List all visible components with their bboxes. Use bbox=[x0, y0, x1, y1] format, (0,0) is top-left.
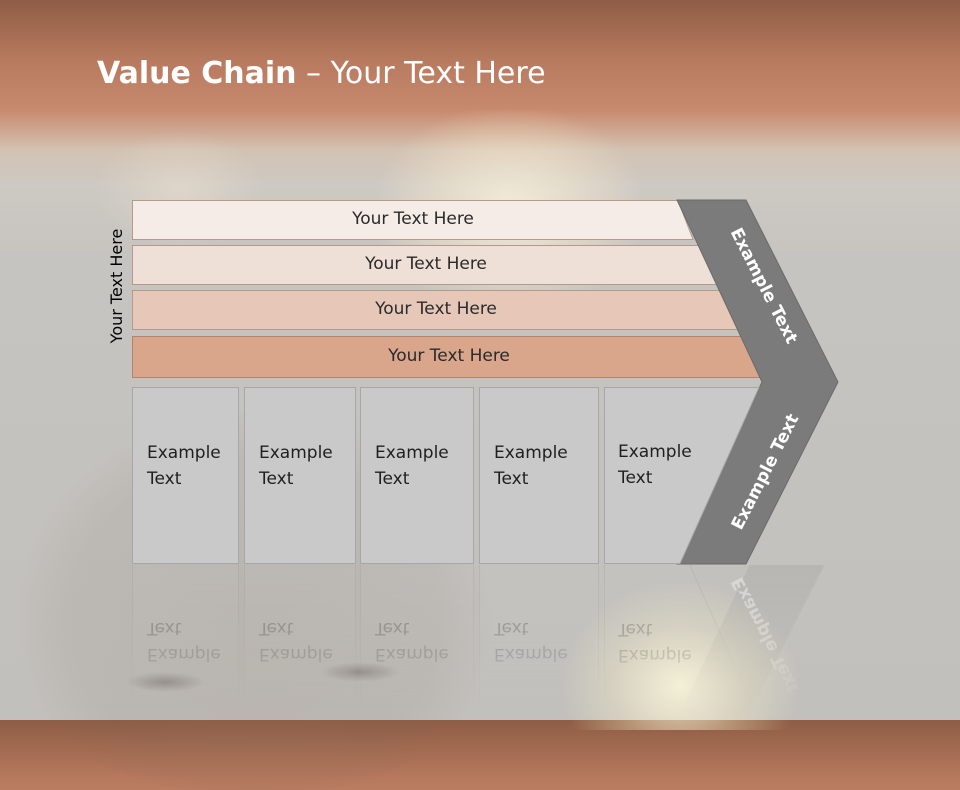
box-1-line-2: Text bbox=[147, 469, 182, 489]
bar-3-label: Your Text Here bbox=[375, 299, 497, 319]
value-chain-bar-2[interactable]: Your Text Here bbox=[132, 245, 720, 285]
box-4-line-1: Example bbox=[494, 443, 568, 463]
background-right-eye bbox=[320, 662, 400, 682]
background-lightbulb-bottom bbox=[560, 580, 800, 730]
box-1-line-1: Example bbox=[147, 443, 221, 463]
background-left-eye bbox=[125, 672, 205, 692]
slide-title[interactable]: Value Chain – Your Text Here bbox=[97, 54, 546, 94]
box-2-line-2: Text bbox=[259, 469, 294, 489]
chevron-shape bbox=[676, 199, 839, 565]
activity-box-5-shape bbox=[604, 387, 760, 564]
bar-4-label: Your Text Here bbox=[388, 346, 510, 366]
value-chain-bar-1[interactable]: Your Text Here bbox=[132, 200, 694, 240]
chevron-arrow[interactable] bbox=[0, 0, 960, 720]
box-2-line-1: Example bbox=[259, 443, 333, 463]
slide-title-bold: Value Chain bbox=[97, 56, 297, 91]
bar-1-shape bbox=[132, 200, 694, 240]
value-chain-bar-3[interactable]: Your Text Here bbox=[132, 290, 740, 330]
box-5-line-1: Example bbox=[618, 442, 692, 462]
box-5-line-2: Text bbox=[618, 468, 653, 488]
box-3-line-1: Example bbox=[375, 443, 449, 463]
activity-box-5[interactable]: Example Text bbox=[604, 387, 744, 564]
box-3-line-2: Text bbox=[375, 469, 410, 489]
slide-title-rest: – Your Text Here bbox=[296, 56, 546, 91]
bar-1-label: Your Text Here bbox=[352, 209, 474, 229]
box-4-line-2: Text bbox=[494, 469, 529, 489]
bar-2-label: Your Text Here bbox=[365, 254, 487, 274]
